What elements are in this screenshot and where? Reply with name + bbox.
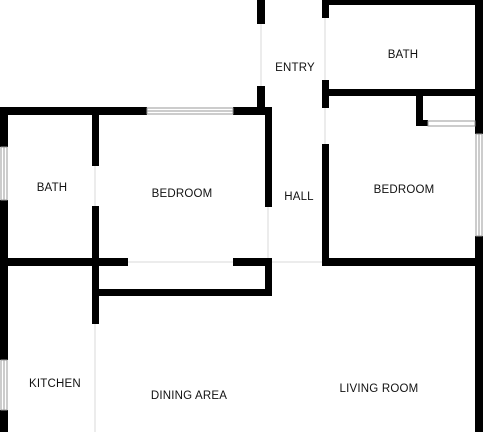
entry-right-wall [322, 0, 329, 18]
soffit-bottom-wall [92, 289, 272, 296]
window-bath-left [0, 146, 8, 201]
closet-left-wall [416, 96, 423, 126]
outer-left-wall-mid [0, 200, 8, 360]
room-label-bath-left: BATH [37, 182, 68, 194]
window-bedroom-left-top [146, 107, 234, 115]
room-label-kitchen: KITCHEN [29, 378, 81, 390]
room-label-bath-top: BATH [388, 49, 419, 61]
bedroom-bottom-wall-mid [233, 258, 272, 266]
room-label-bedroom-right: BEDROOM [374, 184, 435, 196]
room-label-dining-area: DINING AREA [151, 390, 227, 402]
entry-left-wall-lower [257, 86, 265, 114]
room-label-bedroom-left: BEDROOM [152, 188, 213, 200]
room-labels: ENTRY BATH BATH BEDROOM HALL BEDROOM KIT… [29, 49, 434, 402]
outer-left-wall-bottom [0, 410, 8, 432]
bedroom-bottom-wall-right [322, 258, 483, 266]
hall-left-wall [265, 107, 272, 207]
bedroom-right-outer-wall-lower [475, 236, 483, 266]
outer-left-wall-top [0, 107, 8, 147]
room-label-living-room: LIVING ROOM [340, 383, 419, 395]
entry-left-wall [257, 0, 265, 24]
window-closet [427, 120, 476, 127]
window-bedroom-right [475, 133, 483, 237]
bedroom-bottom-wall-left [0, 258, 128, 266]
left-wing-top-wall [0, 107, 147, 115]
hall-right-wall [322, 144, 329, 266]
bath-top-bottom-wall [322, 89, 483, 96]
bath-top-right-wall [475, 0, 483, 96]
kitchen-right-wall [92, 266, 99, 324]
room-label-entry: ENTRY [275, 62, 315, 74]
room-label-hall: HALL [284, 191, 314, 203]
left-wing-top-wall-right [233, 107, 265, 115]
closet-bottom-wall [416, 120, 428, 126]
bath-bedroom-wall [92, 115, 99, 166]
closet-right-wall [475, 96, 483, 126]
bath-top-top-wall [322, 0, 483, 5]
windows [0, 107, 483, 411]
bedroom-right-outer-wall [475, 126, 483, 134]
soffit-right-wall [265, 258, 272, 296]
window-kitchen [0, 359, 8, 411]
outer-right-wall-bottom [475, 266, 483, 432]
openings [94, 18, 326, 432]
bath-bedroom-wall-lower [92, 206, 99, 260]
